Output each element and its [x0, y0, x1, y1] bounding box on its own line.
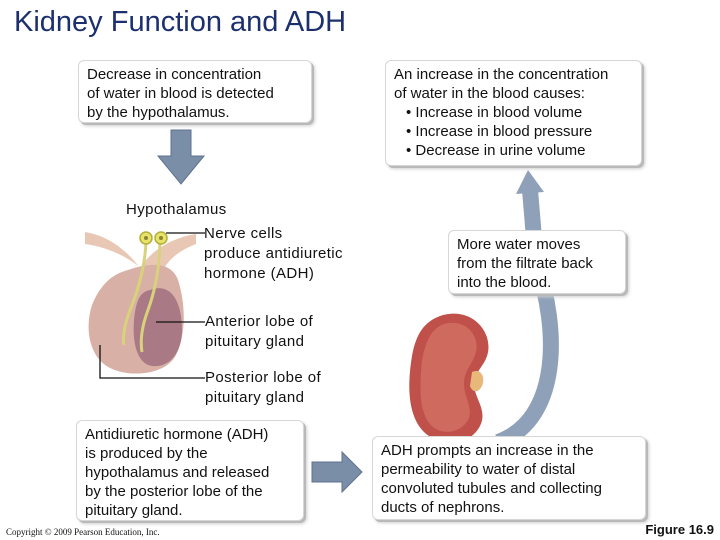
water-line: into the blood.	[457, 274, 552, 291]
permeability-line: permeability to water of distal	[381, 461, 576, 478]
water-line: More water moves	[457, 236, 581, 253]
increase-bullet: • Increase in blood volume	[406, 104, 583, 121]
water-line: from the filtrate back	[457, 255, 593, 272]
detect-line: by the hypothalamus.	[87, 104, 230, 121]
detect-line: of water in blood is detected	[87, 85, 274, 102]
adh-line: Antidiuretic hormone (ADH)	[85, 426, 269, 443]
increase-bullet: • Increase in blood pressure	[406, 123, 593, 140]
adh-line: is produced by the	[85, 445, 208, 462]
increase-line: of water in the blood causes:	[394, 85, 585, 102]
permeability-box: ADH prompts an increase in the permeabil…	[372, 436, 646, 520]
leader-lines	[99, 232, 205, 379]
detect-line: Decrease in concentration	[87, 66, 262, 83]
anterior-line: Anterior lobe of	[205, 313, 314, 330]
detect-box: Decrease in concentration of water in bl…	[78, 60, 312, 123]
right-arrow-icon	[311, 450, 363, 494]
increase-line: An increase in the concentration	[394, 66, 609, 83]
anterior-lobe-label: Anterior lobe of pituitary gland	[205, 312, 313, 352]
adh-line: hypothalamus and released	[85, 464, 270, 481]
nerve-cells-line: Nerve cells	[204, 225, 283, 242]
water-box: More water moves from the filtrate back …	[448, 230, 626, 294]
page-title: Kidney Function and ADH	[14, 6, 347, 38]
adh-box: Antidiuretic hormone (ADH) is produced b…	[76, 420, 304, 521]
nerve-cells-line: produce antidiuretic	[204, 245, 343, 262]
kidney-illustration	[409, 313, 489, 443]
increase-bullet: • Decrease in urine volume	[406, 142, 586, 159]
posterior-line: pituitary gland	[205, 389, 305, 406]
figure-number: Figure 16.9	[645, 522, 714, 537]
permeability-line: ADH prompts an increase in the	[381, 442, 594, 459]
nerve-cells-line: hormone (ADH)	[204, 265, 315, 282]
down-arrow-icon	[156, 129, 206, 185]
posterior-lobe-label: Posterior lobe of pituitary gland	[205, 368, 321, 408]
hypothalamus-label: Hypothalamus	[126, 201, 227, 218]
anterior-line: pituitary gland	[205, 333, 305, 350]
adh-line: by the posterior lobe of the	[85, 483, 263, 500]
permeability-line: convoluted tubules and collecting	[381, 480, 602, 497]
nerve-cells-label: Nerve cells produce antidiuretic hormone…	[204, 224, 343, 284]
pituitary-illustration	[85, 231, 196, 374]
adh-line: pituitary gland.	[85, 502, 183, 519]
posterior-line: Posterior lobe of	[205, 369, 322, 386]
increase-box: An increase in the concentration of wate…	[385, 60, 642, 166]
copyright-text: Copyright © 2009 Pearson Education, Inc.	[6, 527, 160, 537]
permeability-line: ducts of nephrons.	[381, 499, 505, 516]
curved-arrow-icon	[494, 170, 559, 450]
